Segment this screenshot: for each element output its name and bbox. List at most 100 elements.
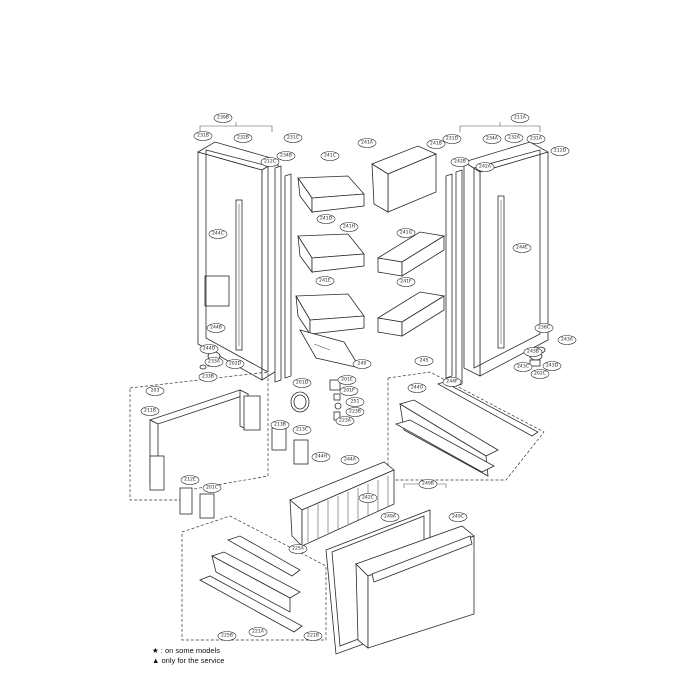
callout-label: 213B [270, 420, 290, 430]
callout-text: 241A [361, 140, 374, 146]
callout-label: 249C [448, 512, 468, 522]
crisper-basket [289, 461, 395, 547]
callout-label: 211B [140, 406, 160, 416]
callout-label: 223B [345, 407, 365, 417]
bottom-rail-group [181, 515, 327, 641]
callout-text: 225B [221, 633, 233, 639]
callout-text: 243A [561, 337, 574, 343]
callout-text: 201F [343, 388, 355, 394]
callout-text: 242A [479, 164, 492, 170]
callout-label: 233A [204, 357, 224, 367]
callout-label: 244C [208, 229, 228, 239]
callout-text: 211B [144, 408, 156, 414]
callout-text: 241H [343, 224, 355, 230]
callout-label: 241C [320, 151, 340, 161]
callout-text: 221B [307, 633, 319, 639]
callout-label: 245 [414, 356, 434, 366]
callout-text: 244H [315, 454, 327, 460]
callout-text: 233B [202, 374, 214, 380]
callout-text: 213B [274, 422, 286, 428]
callout-text: 223B [349, 409, 361, 415]
callout-label: 242C [358, 493, 378, 503]
callout-text: 244G [411, 385, 424, 391]
right-bin-middle [376, 231, 446, 277]
callout-label: 239B [213, 113, 233, 123]
callout-label: 238C [534, 323, 554, 333]
callout-text: 231A [530, 136, 543, 142]
callout-label: 221B [303, 631, 323, 641]
callout-label: 241F [396, 277, 416, 287]
callout-label: 221A [248, 627, 268, 637]
small-block-left [271, 427, 287, 451]
callout-label: 241D [316, 214, 336, 224]
callout-label: 244B [206, 323, 226, 333]
callout-label: 243A [557, 335, 577, 345]
callout-text: 232A [508, 135, 521, 141]
callout-text: 244C [212, 231, 224, 237]
callout-text: 243C [517, 364, 529, 370]
callout-label: 201E [337, 375, 357, 385]
callout-label: 231C [283, 133, 303, 143]
drawer-front-assembly [325, 483, 475, 655]
callout-label: 244F [442, 377, 462, 387]
callout-text: 231B [197, 133, 209, 139]
callout-text: 244B [210, 325, 222, 331]
callout-label: 242B [450, 157, 470, 167]
callout-label: 202C [530, 369, 550, 379]
callout-label: 243C [513, 362, 533, 372]
callout-text: 231D [446, 136, 459, 142]
drawer-handle [371, 535, 473, 583]
callout-text: 232B [237, 135, 249, 141]
callout-text: 203 [151, 388, 160, 394]
callout-label: 251 [345, 397, 365, 407]
callout-text: 241E [319, 278, 331, 284]
right-door-panel [479, 151, 549, 377]
callout-text: 245 [420, 358, 429, 364]
callout-text: 234B [280, 153, 292, 159]
callout-label: 244A [340, 455, 360, 465]
callout-text: 233A [208, 359, 221, 365]
callout-text: 225A [292, 546, 305, 552]
left-bin-top [297, 175, 365, 214]
callout-text: 212D [554, 148, 567, 154]
callout-label: 233B [198, 372, 218, 382]
callout-label: 223A [335, 416, 355, 426]
callout-label: 232B [233, 133, 253, 143]
small-block-right [293, 439, 309, 465]
callout-label: 234B [276, 151, 296, 161]
callout-label: 201D [292, 378, 312, 388]
callout-label: 241G [396, 228, 416, 238]
callout-text: 211A [514, 115, 527, 121]
callout-text: 213C [296, 427, 308, 433]
callout-label: 213C [292, 425, 312, 435]
callout-label: 211A [510, 113, 530, 123]
callout-label: 241B [426, 139, 446, 149]
callout-label: 244G [407, 383, 427, 393]
door-bins [295, 145, 446, 369]
callout-text: 249B [422, 481, 434, 487]
callout-label: 232A [504, 133, 524, 143]
callout-label: 212E [180, 475, 200, 485]
callout-text: 212C [264, 159, 276, 165]
left-frame-group [129, 371, 309, 519]
callout-text: 244E [516, 245, 528, 251]
callout-text: 243D [546, 363, 559, 369]
legend-service-only: ▲ only for the service [152, 656, 225, 665]
callout-label: 243B [523, 347, 543, 357]
callout-label: 203 [145, 386, 165, 396]
callout-text: 244D [203, 346, 216, 352]
right-door-side-edge [463, 161, 481, 377]
callout-label: 212C [260, 157, 280, 167]
callout-text: 243B [527, 349, 539, 355]
callout-text: 238C [538, 325, 550, 331]
callout-label: 249B [418, 479, 438, 489]
callout-text: 244A [344, 457, 357, 463]
callout-label: 249A [380, 512, 400, 522]
callout-text: 201D [296, 380, 309, 386]
callout-text: 202D [229, 361, 242, 367]
callout-label: 241E [315, 276, 335, 286]
callout-text: 251 [351, 399, 360, 405]
